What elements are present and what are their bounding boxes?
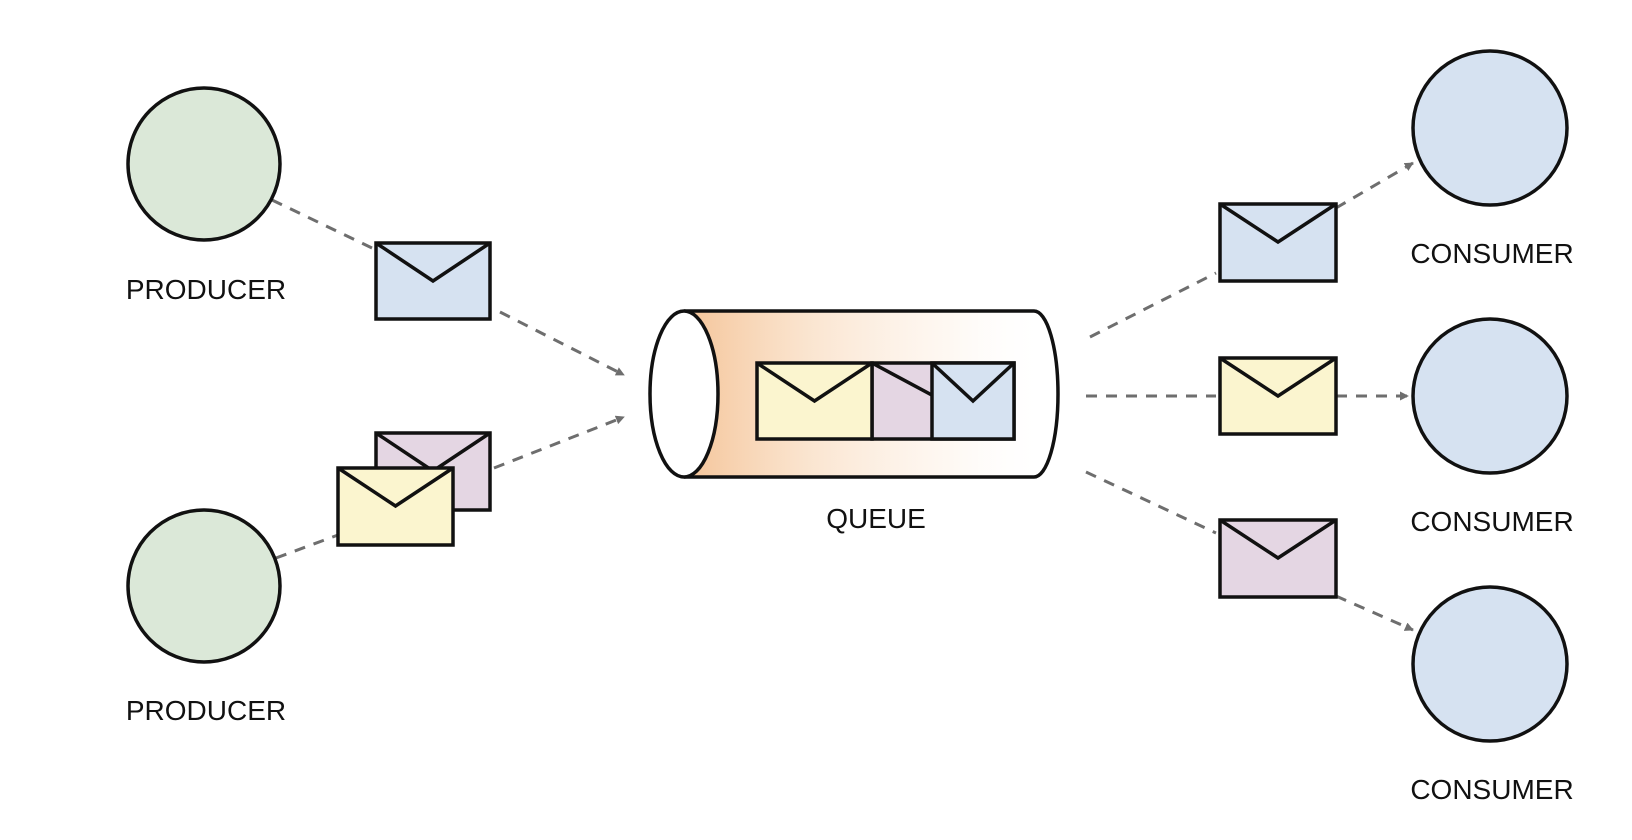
consumer-top: CONSUMER	[1410, 49, 1574, 269]
envelope-icon	[1218, 202, 1338, 283]
producer-bottom-node	[126, 508, 282, 664]
consumer-top-label: CONSUMER	[1410, 238, 1573, 269]
consumer-bottom-node	[1411, 585, 1569, 743]
envelope-icon	[1218, 518, 1338, 599]
arrow-message-to-consumer-bottom	[1335, 594, 1414, 632]
consumer-bottom-label: CONSUMER	[1410, 774, 1573, 805]
arrow-messages-to-queue-bottom	[493, 415, 625, 470]
queue-label: QUEUE	[826, 503, 926, 534]
arrow-message-to-consumer-top	[1335, 161, 1414, 210]
envelope-icon	[755, 361, 874, 441]
queue-opening	[648, 309, 720, 479]
envelope-icon	[336, 466, 455, 547]
producer-top: PRODUCER	[126, 86, 286, 305]
flow-arrows	[271, 161, 1414, 632]
envelope-icon	[1218, 356, 1338, 436]
consumer-middle-label: CONSUMER	[1410, 506, 1573, 537]
arrow-queue-to-message-top	[1089, 271, 1217, 339]
arrow-producer-bottom-to-messages	[275, 533, 339, 560]
consumer-middle: CONSUMER	[1410, 317, 1574, 537]
envelope-icon	[930, 361, 1016, 441]
producer-bottom: PRODUCER	[126, 508, 286, 726]
consumer-top-node	[1411, 49, 1569, 207]
consumer-bottom: CONSUMER	[1410, 585, 1574, 805]
producer-top-node	[126, 86, 282, 242]
queue: QUEUE	[648, 309, 1060, 534]
arrow-producer-top-to-message	[271, 198, 373, 250]
arrow-message-to-queue-top	[499, 310, 625, 377]
producer-top-label: PRODUCER	[126, 274, 286, 305]
consumer-middle-node	[1411, 317, 1569, 475]
queue-body	[684, 309, 1060, 479]
envelope-icon	[374, 241, 492, 321]
producer-bottom-label: PRODUCER	[126, 695, 286, 726]
arrow-queue-to-message-bottom	[1085, 470, 1217, 535]
